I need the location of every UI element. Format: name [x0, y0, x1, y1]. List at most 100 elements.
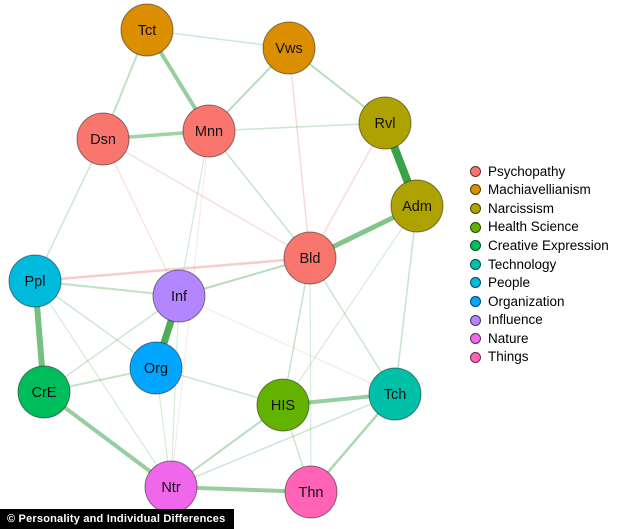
node-circle-Tct — [120, 3, 174, 57]
legend-item-label: Influence — [488, 312, 543, 328]
edge-CrE-Ntr — [42, 390, 173, 489]
edge-Mnn-Bld — [208, 130, 311, 259]
edge-Dsn-Inf — [102, 138, 180, 297]
node-circle-Mnn — [182, 104, 236, 158]
legend-color-dot — [470, 351, 481, 363]
node-label-Bld: Bld — [300, 251, 321, 267]
node-circle-Bld — [283, 231, 337, 285]
legend-item-label: Creative Expression — [488, 237, 609, 253]
node-Bld: Bld — [283, 231, 337, 285]
node-label-Mnn: Mnn — [195, 124, 223, 140]
legend-item-label: Technology — [488, 256, 557, 272]
legend-color-dot — [470, 277, 481, 289]
node-circle-Rvl — [358, 96, 412, 150]
node-label-Ntr: Ntr — [161, 480, 181, 496]
node-Ntr: Ntr — [144, 460, 198, 514]
node-label-Adm: Adm — [402, 199, 432, 215]
edge-Inf-CrE — [43, 295, 180, 393]
node-label-HIS: HIS — [271, 398, 295, 414]
node-label-Inf: Inf — [171, 289, 188, 305]
node-Mnn: Mnn — [182, 104, 236, 158]
edge-Bld-Thn — [309, 257, 312, 493]
legend-color-dot — [470, 314, 481, 326]
edge-Inf-Tch — [178, 295, 396, 395]
credit-bar: © Personality and Individual Differences — [0, 509, 235, 529]
legend-item-label: Nature — [488, 330, 529, 346]
legend-color-dot — [470, 165, 481, 177]
edge-Bld-Tch — [309, 257, 396, 395]
legend-item-label: Psychopathy — [488, 163, 566, 179]
node-circle-Org — [129, 341, 183, 395]
node-circle-Tch — [368, 367, 422, 421]
legend-item-label: People — [488, 275, 531, 291]
node-circle-Adm — [390, 179, 444, 233]
edge-Mnn-Inf — [178, 130, 210, 297]
node-CrE: CrE — [17, 365, 71, 419]
node-Org: Org — [129, 341, 183, 395]
legend-item-influence: Influence — [470, 311, 609, 330]
legend-item-technology: Technology — [470, 255, 609, 274]
edge-Adm-Tch — [394, 205, 418, 395]
edge-Tch-Ntr — [170, 393, 396, 488]
node-circle-Inf — [152, 269, 206, 323]
node-label-Tch: Tch — [384, 387, 407, 403]
node-circle-HIS — [256, 378, 310, 432]
node-label-CrE: CrE — [32, 385, 57, 401]
node-circle-Dsn — [76, 112, 130, 166]
legend-item-label: Health Science — [488, 219, 579, 235]
edge-layer — [32, 28, 421, 494]
edge-Bld-Ppl — [33, 256, 312, 283]
edge-Inf-Ntr — [170, 295, 180, 488]
node-circle-Thn — [284, 465, 338, 519]
node-circle-Vws — [262, 21, 316, 75]
legend-item-nature: Nature — [470, 329, 609, 348]
edge-Dsn-Bld — [102, 138, 311, 259]
node-label-Org: Org — [144, 361, 168, 377]
edge-Ppl-Ntr — [34, 280, 172, 488]
legend-item-creative-expression: Creative Expression — [470, 236, 609, 255]
legend-item-things: Things — [470, 348, 609, 367]
legend-item-people: People — [470, 274, 609, 293]
legend-item-label: Things — [488, 349, 529, 365]
node-Tch: Tch — [368, 367, 422, 421]
edge-Mnn-Rvl — [208, 122, 386, 132]
legend-color-dot — [470, 202, 481, 214]
node-circle-CrE — [17, 365, 71, 419]
node-Vws: Vws — [262, 21, 316, 75]
node-Tct: Tct — [120, 3, 174, 57]
legend-item-narcissism: Narcissism — [470, 199, 609, 218]
legend-item-health-science: Health Science — [470, 218, 609, 237]
node-label-Tct: Tct — [138, 23, 157, 39]
credit-text: © Personality and Individual Differences — [7, 513, 226, 525]
legend-color-dot — [470, 333, 481, 345]
node-circle-Ppl — [8, 254, 62, 308]
node-Inf: Inf — [152, 269, 206, 323]
legend-color-dot — [470, 184, 481, 196]
legend-item-label: Narcissism — [488, 200, 554, 216]
node-label-Ppl: Ppl — [25, 274, 46, 290]
node-Thn: Thn — [284, 465, 338, 519]
legend-color-dot — [470, 221, 481, 233]
legend-color-dot — [470, 258, 481, 270]
edge-Vws-Bld — [288, 47, 311, 259]
legend-item-label: Machiavellianism — [488, 182, 591, 198]
node-Rvl: Rvl — [358, 96, 412, 150]
node-label-Dsn: Dsn — [90, 132, 116, 148]
node-label-Rvl: Rvl — [375, 116, 396, 132]
legend-item-psychopathy: Psychopathy — [470, 162, 609, 181]
node-label-Thn: Thn — [299, 485, 324, 501]
edge-Adm-HIS — [282, 205, 418, 406]
legend-color-dot — [470, 240, 481, 252]
node-HIS: HIS — [256, 378, 310, 432]
edge-Dsn-Ppl — [34, 138, 104, 282]
legend-item-label: Organization — [488, 293, 565, 309]
legend-color-dot — [470, 295, 481, 307]
node-label-Vws: Vws — [275, 41, 302, 57]
node-Dsn: Dsn — [76, 112, 130, 166]
legend-item-machiavellianism: Machiavellianism — [470, 181, 609, 200]
node-Adm: Adm — [390, 179, 444, 233]
